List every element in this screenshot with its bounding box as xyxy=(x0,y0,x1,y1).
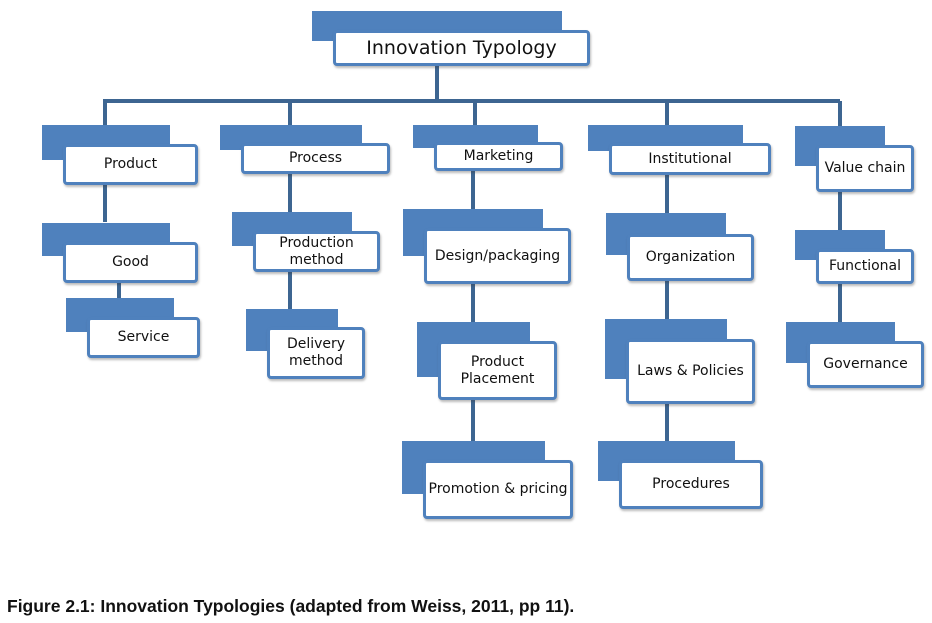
node-delivery-method: Delivery method xyxy=(246,309,365,379)
node-process: Process xyxy=(220,125,390,174)
node-innovation-typology: Innovation Typology xyxy=(312,11,590,66)
node-good: Good xyxy=(42,223,198,283)
node-governance: Governance xyxy=(786,322,924,388)
node-functional: Functional xyxy=(795,230,914,284)
node-product: Product xyxy=(42,125,198,185)
node-organization: Organization xyxy=(606,213,754,281)
figure-caption: Figure 2.1: Innovation Typologies (adapt… xyxy=(7,596,575,616)
node-institutional: Institutional xyxy=(588,125,771,175)
node-design-packaging: Design/packaging xyxy=(403,209,571,284)
node-promotion-pricing: Promotion & pricing xyxy=(402,441,573,519)
node-procedures: Procedures xyxy=(598,441,763,509)
node-marketing: Marketing xyxy=(413,125,563,171)
node-service: Service xyxy=(66,298,200,358)
node-value-chain: Value chain xyxy=(795,126,914,192)
node-laws-policies: Laws & Policies xyxy=(605,319,755,404)
node-production-method: Production method xyxy=(232,212,380,272)
node-product-placement: Product Placement xyxy=(417,322,557,400)
